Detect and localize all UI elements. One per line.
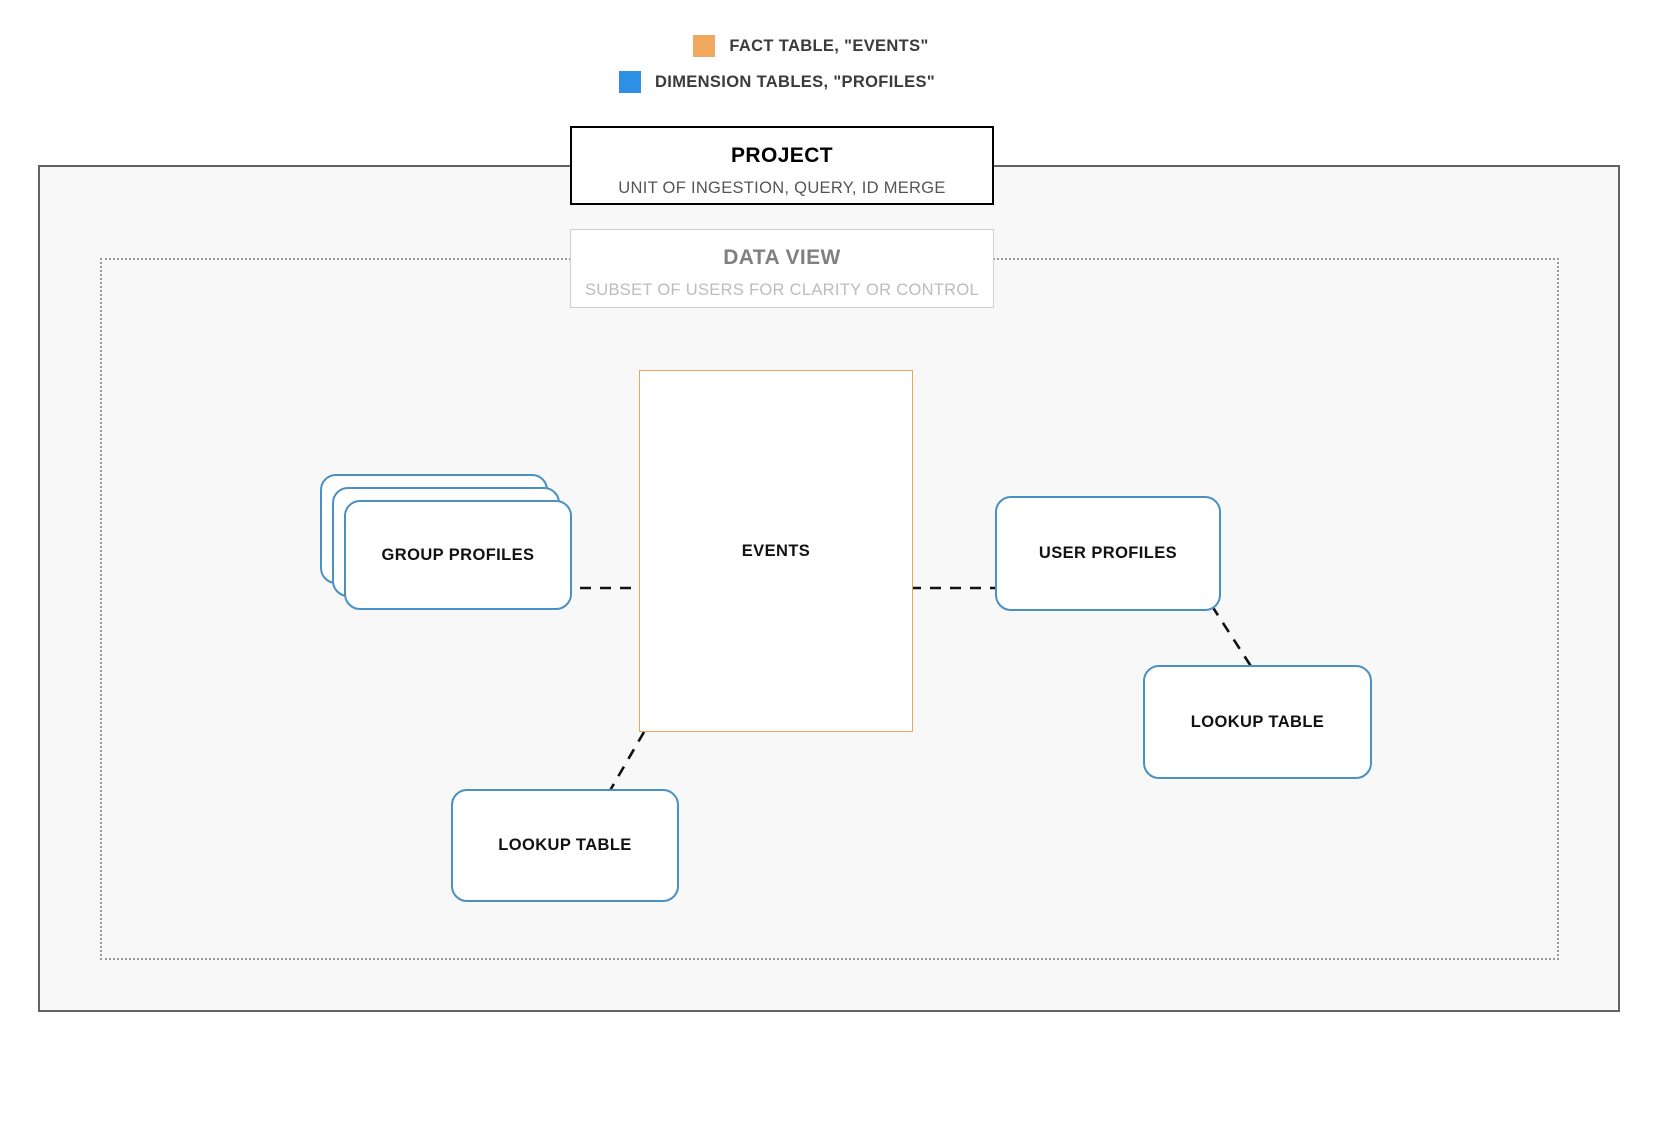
node-lookup-table-right[interactable]: LOOKUP TABLE bbox=[1143, 665, 1372, 779]
data-view-title: DATA VIEW bbox=[723, 246, 841, 269]
legend-item-dimension-tables: DIMENSION TABLES, "PROFILES" bbox=[0, 64, 1664, 100]
node-group-profiles[interactable]: GROUP PROFILES bbox=[320, 474, 572, 610]
legend-item-fact-table: FACT TABLE, "EVENTS" bbox=[0, 28, 1664, 64]
node-events-label: EVENTS bbox=[741, 541, 811, 560]
group-profiles-card-front[interactable]: GROUP PROFILES bbox=[344, 500, 572, 610]
data-view-label-box: DATA VIEW SUBSET OF USERS FOR CLARITY OR… bbox=[570, 229, 994, 308]
project-label-box: PROJECT UNIT OF INGESTION, QUERY, ID MER… bbox=[570, 126, 994, 205]
node-user-profiles-label: USER PROFILES bbox=[1038, 544, 1178, 562]
fact-table-swatch bbox=[693, 35, 716, 57]
legend-label-dimension-tables: DIMENSION TABLES, "PROFILES" bbox=[655, 72, 935, 91]
legend-label-fact-table: FACT TABLE, "EVENTS" bbox=[729, 36, 929, 55]
node-group-profiles-label: GROUP PROFILES bbox=[381, 545, 535, 564]
node-lookup-table-left-label: LOOKUP TABLE bbox=[498, 836, 632, 854]
node-events[interactable]: EVENTS bbox=[639, 370, 913, 732]
node-lookup-table-right-label: LOOKUP TABLE bbox=[1190, 712, 1325, 731]
node-lookup-table-left[interactable]: LOOKUP TABLE bbox=[451, 789, 679, 902]
dimension-tables-swatch bbox=[619, 71, 641, 93]
data-view-subtitle: SUBSET OF USERS FOR CLARITY OR CONTROL bbox=[584, 281, 980, 299]
node-user-profiles[interactable]: USER PROFILES bbox=[995, 496, 1221, 611]
legend: FACT TABLE, "EVENTS" DIMENSION TABLES, "… bbox=[0, 28, 1664, 100]
project-subtitle: UNIT OF INGESTION, QUERY, ID MERGE bbox=[618, 179, 946, 197]
project-title: PROJECT bbox=[731, 144, 833, 167]
